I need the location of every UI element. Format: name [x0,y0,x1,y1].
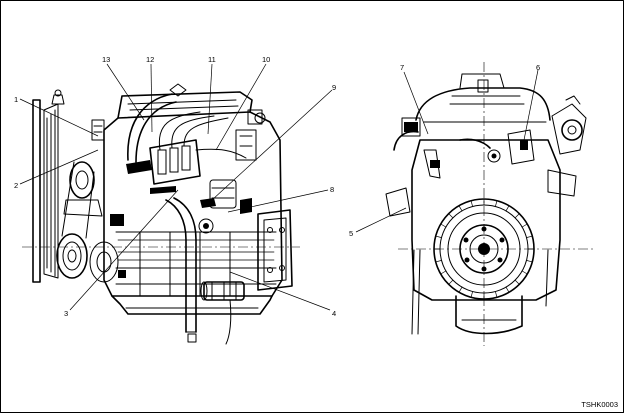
callout-12: 12 [146,55,154,64]
ring-tooth [435,235,442,238]
callout-7: 7 [400,63,404,72]
ring-tooth [470,200,473,207]
ring-gear-teeth [433,198,535,300]
callout-9: 9 [332,83,336,92]
ring-tooth [470,291,473,298]
engine-rear-view [385,62,596,346]
rocker-cover-right [415,73,551,123]
callout-4: 4 [332,309,336,318]
ring-tooth [440,270,447,275]
ring-tooth [505,205,510,212]
mount-leg-left [411,249,421,335]
shading-left [110,160,252,278]
callout-10: 10 [262,55,270,64]
pulley-belt [56,161,119,283]
ring-tooth [514,213,520,219]
ring-tooth [495,200,498,207]
ring-tooth [521,270,528,275]
ring-tooth [458,286,463,293]
leader-lines [19,63,539,311]
ring-tooth [448,213,454,219]
side-components-right [385,95,587,217]
ring-tooth [435,260,442,263]
engine-side-view [22,83,300,345]
filters [91,83,266,234]
callout-labels: 1 2 3 4 5 6 7 8 9 10 11 12 13 [14,55,540,318]
flywheel-housing-left [257,209,293,291]
callout-5: 5 [349,229,353,238]
ring-tooth [458,205,463,212]
starter-motor [200,281,245,301]
ring-tooth [448,279,454,285]
ring-tooth [526,235,533,238]
ring-tooth [495,291,498,298]
ring-tooth [526,260,533,263]
callout-1: 1 [14,95,18,104]
injection-pump [149,111,247,185]
callout-11: 11 [208,55,216,64]
ring-tooth [514,279,520,285]
ring-tooth [440,223,447,228]
callout-8: 8 [330,185,334,194]
callout-2: 2 [14,181,18,190]
ring-tooth [521,223,528,228]
callout-3: 3 [64,309,68,318]
hoses [127,93,232,345]
callout-13: 13 [102,55,110,64]
flywheel [433,198,535,300]
oil-pan-right [455,295,523,335]
mount-leg-right [545,249,549,307]
engine-block [103,91,283,315]
callout-6: 6 [536,63,540,72]
ring-tooth [505,286,510,293]
radiator-fan [32,89,65,283]
figure-code: TSHK0003 [581,400,618,409]
